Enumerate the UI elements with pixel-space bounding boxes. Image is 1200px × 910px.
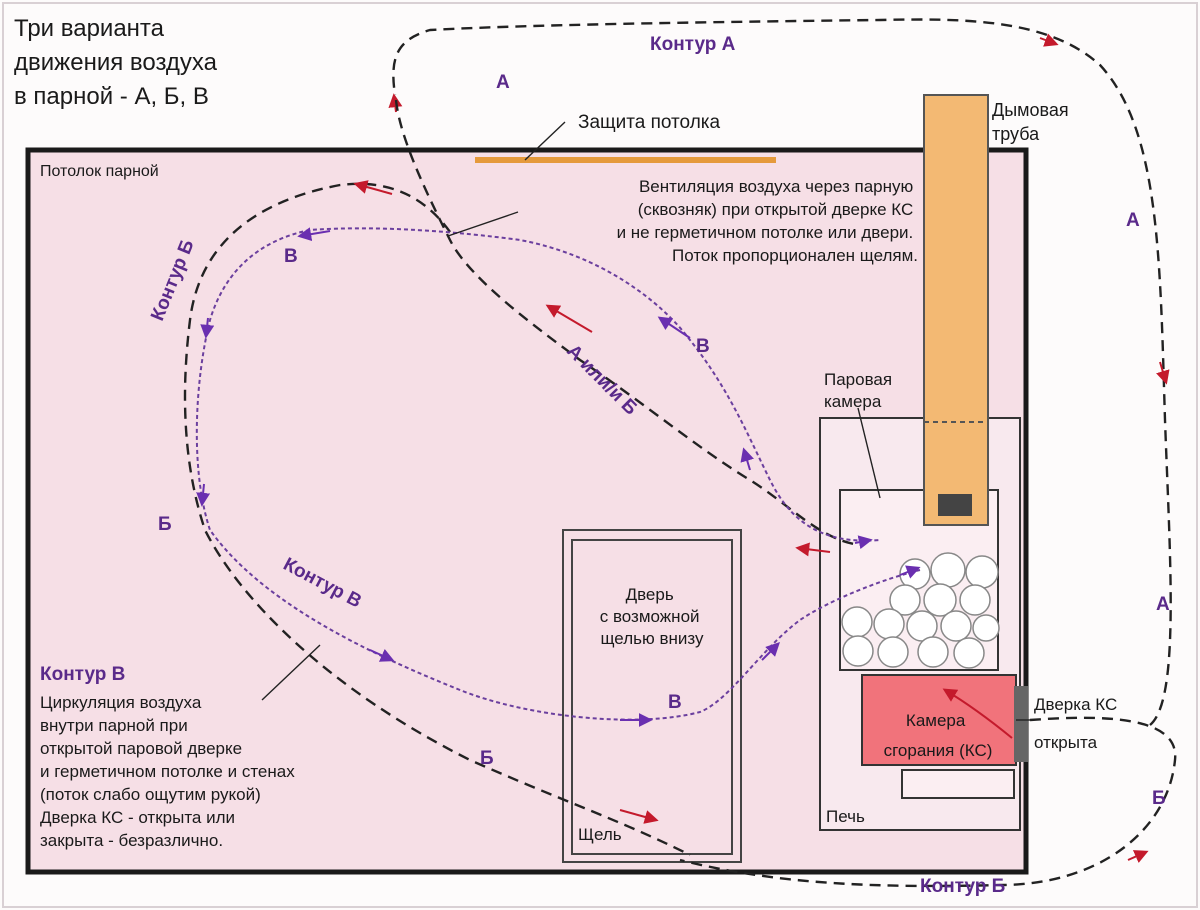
- letter-a-3: А: [1156, 594, 1170, 615]
- contour-v-path: [195, 227, 921, 721]
- ash-box: [901, 769, 1015, 799]
- letter-a-1: А: [496, 72, 510, 93]
- contour-ab-inner-path: [394, 99, 861, 547]
- contour-v-note: Циркуляция воздуха внутри парной при отк…: [40, 693, 299, 850]
- firebox-door-label: Дверка КС открыта: [1034, 695, 1122, 752]
- contour-v-heading: Контур В: [40, 664, 125, 685]
- combustion-chamber-label: Камера сгорания (КС): [884, 711, 993, 760]
- door-outer: [562, 529, 742, 863]
- title-line-3: в парной - А, Б, В: [14, 83, 209, 110]
- chimney-damper: [938, 494, 972, 516]
- letter-v-2: В: [696, 336, 710, 357]
- letter-b-2: Б: [480, 748, 494, 769]
- contour-a-label: Контур А: [650, 34, 736, 55]
- letter-b-3: Б: [1152, 788, 1166, 809]
- chimney-pipe: [923, 94, 989, 526]
- chimney-label: Дымовая труба: [992, 100, 1074, 144]
- stove-label: Печь: [826, 807, 865, 826]
- letter-b-1: Б: [158, 514, 172, 535]
- door-label: Дверь с возможной щелью внизу: [600, 585, 705, 648]
- letter-v-1: В: [284, 246, 298, 267]
- firebox-door: [1014, 686, 1028, 762]
- contour-b-outer-path: [679, 716, 1177, 888]
- steam-chamber-label: Паровая камера: [824, 370, 897, 411]
- door-inner: [571, 539, 733, 855]
- title-line-1: Три варианта: [14, 15, 165, 42]
- gap-label: Щель: [578, 825, 622, 844]
- diagram-title: Три варианта движения воздуха в парной -…: [14, 15, 224, 110]
- steam-room-ceiling-label: Потолок парной: [40, 163, 159, 180]
- title-line-2: движения воздуха: [14, 49, 218, 76]
- letter-a-2: А: [1126, 210, 1140, 231]
- ceiling-protection-label: Защита потолка: [578, 112, 721, 133]
- ventilation-note: Вентиляция воздуха через парную (сквозня…: [617, 177, 918, 265]
- contour-b-bottom-label: Контур Б: [920, 876, 1005, 897]
- contour-b-inner-path: [183, 182, 691, 857]
- letter-v-3: В: [668, 692, 682, 713]
